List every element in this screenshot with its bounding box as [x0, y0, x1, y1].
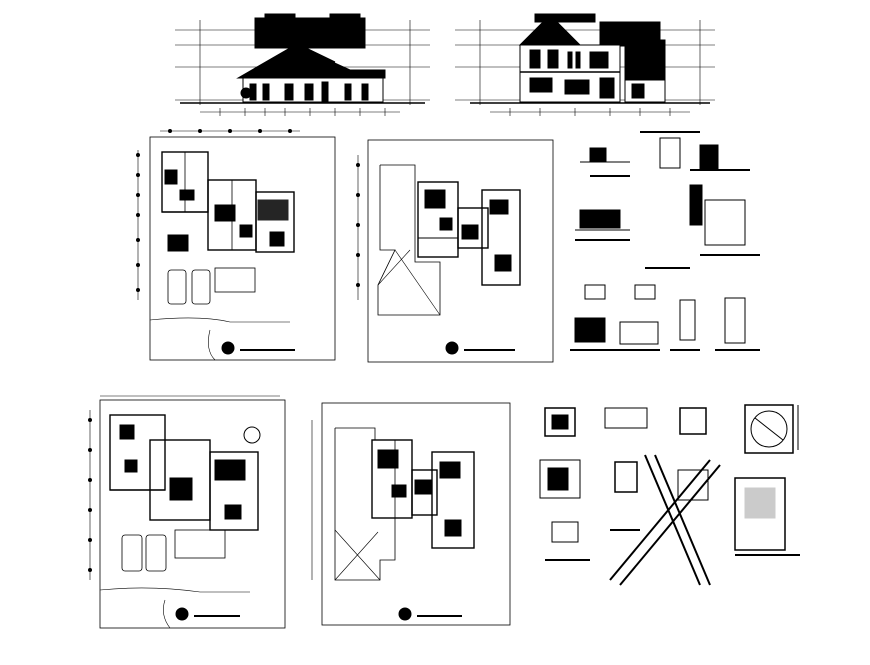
- details-1: [570, 131, 760, 351]
- site-plan-4: [311, 402, 511, 626]
- site-plan-2: [356, 139, 554, 363]
- tree-symbol-icon: [398, 607, 412, 621]
- site-plan-3: [88, 395, 286, 629]
- tree-symbol-icon: [175, 607, 189, 621]
- tree-symbol-icon: [445, 341, 459, 355]
- site-plan-1: [136, 129, 336, 361]
- details-2: [539, 404, 800, 586]
- tree-symbol-icon: [221, 341, 235, 355]
- front-elevation: [175, 13, 430, 116]
- side-elevation: [455, 13, 715, 116]
